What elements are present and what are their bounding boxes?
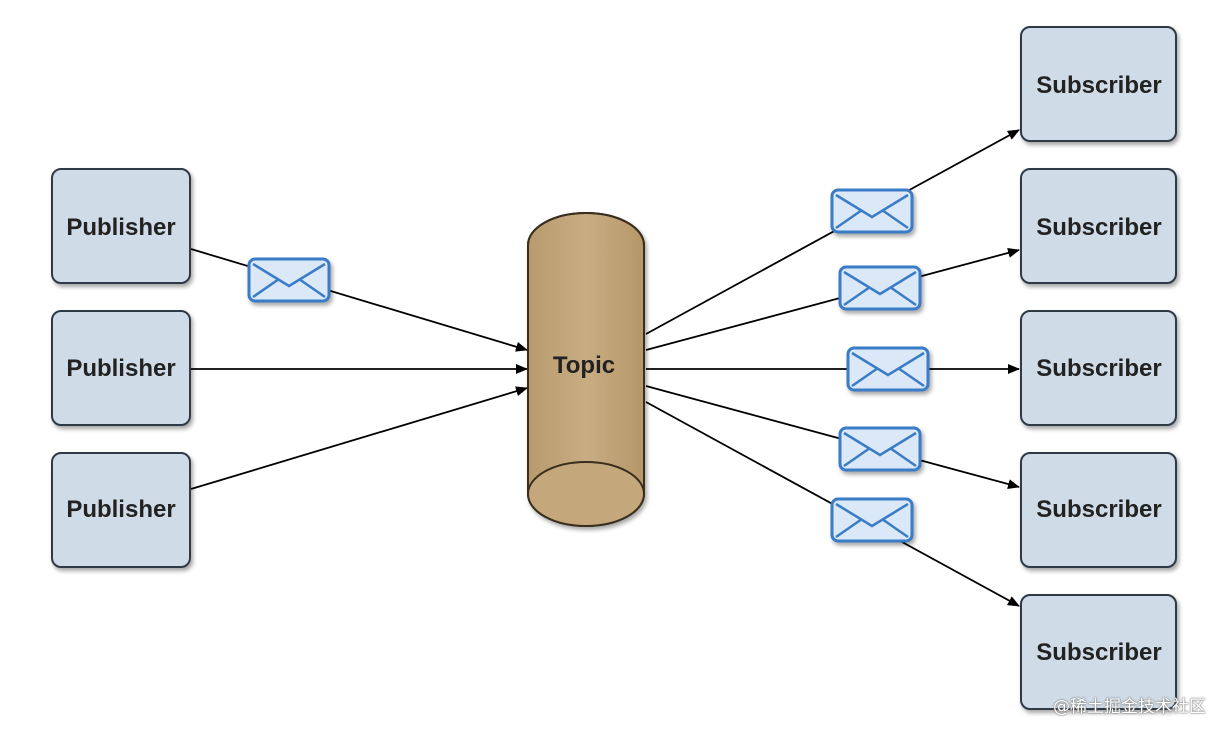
subscriber-label: Subscriber xyxy=(1036,72,1161,99)
envelope-icon xyxy=(830,188,914,234)
watermark-text: @稀土掘金技术社区 xyxy=(1053,697,1206,717)
topic-label: Topic xyxy=(553,352,615,379)
subscriber-label: Subscriber xyxy=(1036,496,1161,523)
publisher-label: Publisher xyxy=(66,214,175,241)
subscriber-node: Subscriber xyxy=(1020,26,1177,142)
subscriber-label: Subscriber xyxy=(1036,639,1161,666)
arrow-publisher-1-to-topic xyxy=(190,248,528,352)
publisher-node: Publisher xyxy=(51,310,191,426)
subscriber-label: Subscriber xyxy=(1036,355,1161,382)
arrow-publisher-3-to-topic xyxy=(190,386,528,490)
envelope-icon xyxy=(247,257,331,303)
publisher-node: Publisher xyxy=(51,168,191,284)
publisher-node: Publisher xyxy=(51,452,191,568)
subscriber-label: Subscriber xyxy=(1036,214,1161,241)
subscriber-node: Subscriber xyxy=(1020,452,1177,568)
publisher-label: Publisher xyxy=(66,496,175,523)
publisher-arrows xyxy=(190,248,528,490)
envelope-icon xyxy=(846,346,930,392)
arrow-topic-to-subscriber-1 xyxy=(645,129,1020,335)
publisher-label: Publisher xyxy=(66,355,175,382)
envelope-icon xyxy=(830,497,914,543)
topic-cylinder: Topic xyxy=(527,212,645,527)
envelope-icon xyxy=(838,426,922,472)
envelope-icon xyxy=(838,265,922,311)
subscriber-node: Subscriber xyxy=(1020,168,1177,284)
arrow-topic-to-subscriber-4 xyxy=(645,385,1020,489)
arrow-topic-to-subscriber-2 xyxy=(645,248,1020,351)
subscriber-node: Subscriber xyxy=(1020,310,1177,426)
subscriber-node: Subscriber xyxy=(1020,594,1177,710)
